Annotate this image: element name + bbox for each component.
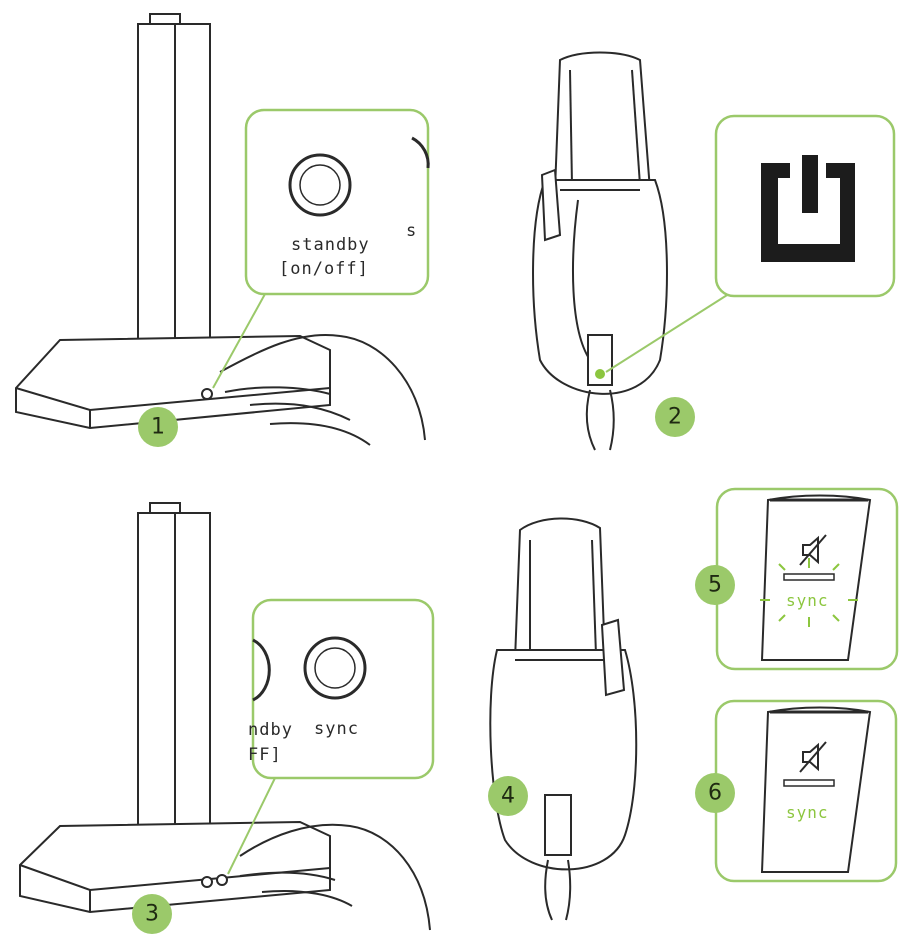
sync-button-dot (216, 874, 228, 886)
step-badge-2: 2 (655, 397, 695, 437)
step-badge-1: 1 (138, 407, 178, 447)
step-badge-5: 5 (695, 565, 735, 605)
standby-button-dot (201, 876, 213, 888)
step-badge-4: 4 (488, 776, 528, 816)
stand-sync-illustration (19, 502, 431, 931)
svg-text:3: 3 (145, 902, 159, 927)
svg-text:6: 6 (708, 781, 722, 806)
svg-text:5: 5 (708, 573, 722, 598)
sync-led-steady: sync (786, 803, 829, 822)
on-off-label: [on/off] (279, 259, 369, 279)
svg-text:4: 4 (501, 784, 515, 809)
standby-label-cut: ndby (248, 720, 293, 740)
standby-button (288, 153, 352, 217)
mute-icon (799, 741, 827, 773)
mute-icon (799, 534, 827, 566)
sync-button (303, 636, 367, 700)
step-badge-6: 6 (695, 773, 735, 813)
headset-sync-illustration (489, 517, 638, 921)
stand-standby-illustration (15, 13, 426, 446)
callout-leader (605, 289, 736, 373)
power-callout (714, 114, 896, 298)
step-badge-3: 3 (132, 894, 172, 934)
sync-led-blinking: sync (786, 591, 829, 610)
sync-label: sync (314, 719, 359, 739)
power-button-led (595, 369, 605, 379)
callout-leader (227, 777, 276, 875)
standby-label: standby (291, 235, 370, 255)
svg-text:2: 2 (668, 405, 682, 430)
standby-callout: standby [on/off] s (244, 108, 430, 296)
power-icon (761, 155, 855, 262)
svg-text:1: 1 (151, 415, 165, 440)
headset-power-illustration (532, 51, 668, 451)
sync-label-cut: s (406, 221, 417, 241)
blink-rays (760, 558, 858, 627)
standby-button-dot (201, 388, 213, 400)
sync-blinking-callout: sync (715, 487, 899, 671)
sync-steady-callout: sync (714, 699, 898, 883)
callout-leader (212, 293, 266, 389)
on-off-label-cut: FF] (248, 745, 282, 765)
sync-callout: sync ndby FF] (248, 598, 435, 780)
